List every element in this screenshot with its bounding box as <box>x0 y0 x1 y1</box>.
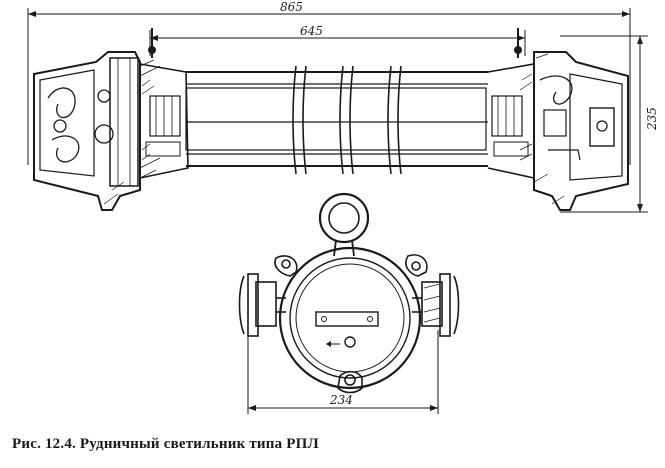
figure-caption: Рис. 12.4. Рудничный светильник типа РПЛ <box>12 436 319 452</box>
dim-tube-length: 645 <box>300 24 323 38</box>
protective-cage <box>185 65 488 175</box>
dim-ring-diameter: 234 <box>329 393 353 407</box>
dim-height: 235 <box>645 107 659 131</box>
left-collar <box>139 63 189 179</box>
right-end-cap <box>514 28 629 211</box>
right-collar <box>487 63 535 179</box>
dimension-lines <box>27 8 648 414</box>
left-end-cap <box>33 28 161 211</box>
dim-overall-length: 865 <box>280 0 303 14</box>
front-view <box>238 192 460 394</box>
